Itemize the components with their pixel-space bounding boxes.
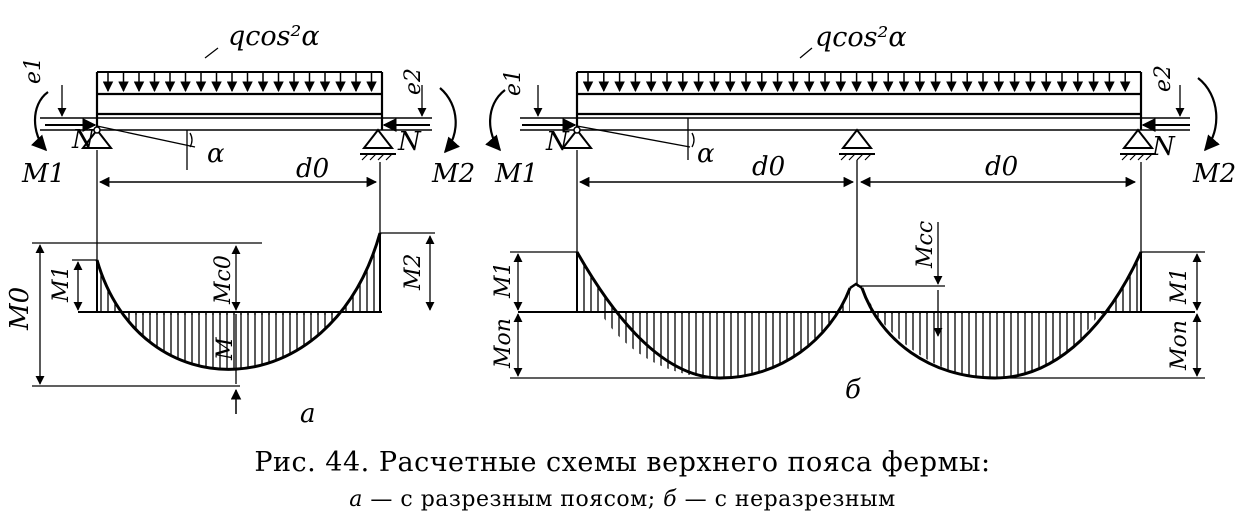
- caption-item-a-letter: а: [349, 487, 363, 512]
- caption-item-b-text: — с неразрезным: [677, 487, 896, 512]
- pin-support-left-b: [560, 126, 594, 149]
- roller-support-right-a: [360, 128, 396, 161]
- figure-caption-title: Рис. 44. Расчетные схемы верхнего пояса …: [254, 447, 991, 478]
- N-left-a: N: [71, 125, 96, 155]
- M1-diagram-label-a: M1: [49, 265, 74, 303]
- M2-label-a: M2: [431, 159, 475, 189]
- load-leader-a: [204, 47, 219, 59]
- Mc0-label-a: Mc0: [211, 255, 236, 305]
- N-right-b: N: [1151, 132, 1176, 162]
- scheme-a: qcos²α N N e1 e2 M1 M2: [5, 21, 475, 429]
- M1-label-a: M1: [21, 159, 65, 189]
- M2-diagram-label-a: M2: [401, 253, 426, 291]
- alpha-label-a: α: [207, 139, 225, 169]
- caption-item-a-text: — с разрезным поясом;: [362, 487, 664, 512]
- N-right-a: N: [397, 127, 422, 157]
- M1-diagram-label-right-b: M1: [1167, 267, 1192, 305]
- load-label-a: qcos²α: [228, 21, 320, 52]
- part-a-label: a: [300, 399, 316, 429]
- roller-support-middle-b: [839, 128, 875, 161]
- M-label-a: M: [213, 337, 238, 361]
- alpha-arc-b: [691, 132, 695, 148]
- e1-label-b: e1: [501, 69, 526, 96]
- incline-line-a: [96, 125, 196, 148]
- incline-line-b: [576, 125, 691, 148]
- chord-beam-a: [95, 72, 384, 130]
- Mcc-label-b: Mсс: [913, 221, 938, 269]
- N-left-b: N: [545, 127, 570, 157]
- load-label-b: qcos²α: [815, 22, 907, 53]
- moment-M1-arrow-b: [485, 89, 506, 152]
- pin-support-left-a: [80, 126, 114, 149]
- chord-beam-b: [575, 72, 1143, 130]
- distributed-load-a: [97, 71, 382, 93]
- roller-support-right-b: [1120, 128, 1156, 161]
- e2-label-a: e2: [401, 68, 426, 95]
- M0-label-a: M0: [5, 287, 35, 331]
- e1-label-a: e1: [21, 57, 46, 84]
- d0-label-b-2: d0: [985, 152, 1018, 182]
- alpha-label-b: α: [697, 139, 715, 169]
- caption-item-b-letter: б: [663, 487, 678, 512]
- d0-label-a: d0: [296, 154, 329, 184]
- moment-diagram-a: [78, 232, 382, 371]
- moment-M2-arrow-b: [1197, 77, 1220, 152]
- M2-label-b: M2: [1192, 159, 1236, 189]
- e2-label-b: e2: [1151, 65, 1176, 92]
- alpha-arc-a: [189, 132, 193, 148]
- Mon-label-right-b: Mоп: [1167, 320, 1192, 371]
- M1-label-b: M1: [494, 159, 538, 189]
- load-leader-b: [799, 47, 813, 59]
- scheme-b: qcos²α N N e1 e2 M1 M2: [485, 22, 1236, 405]
- M1-diagram-label-left-b: M1: [491, 261, 516, 299]
- moment-M1-arrow-a: [30, 91, 49, 152]
- part-b-label: б: [845, 375, 861, 405]
- distributed-load-b: [577, 71, 1141, 93]
- moment-M2-arrow-a: [439, 87, 460, 154]
- d0-label-b-1: d0: [752, 152, 785, 182]
- Mon-label-left-b: Mоп: [491, 318, 516, 369]
- figure-caption-subtitle: а — с разрезным поясом; б — с неразрезны…: [0, 487, 1245, 512]
